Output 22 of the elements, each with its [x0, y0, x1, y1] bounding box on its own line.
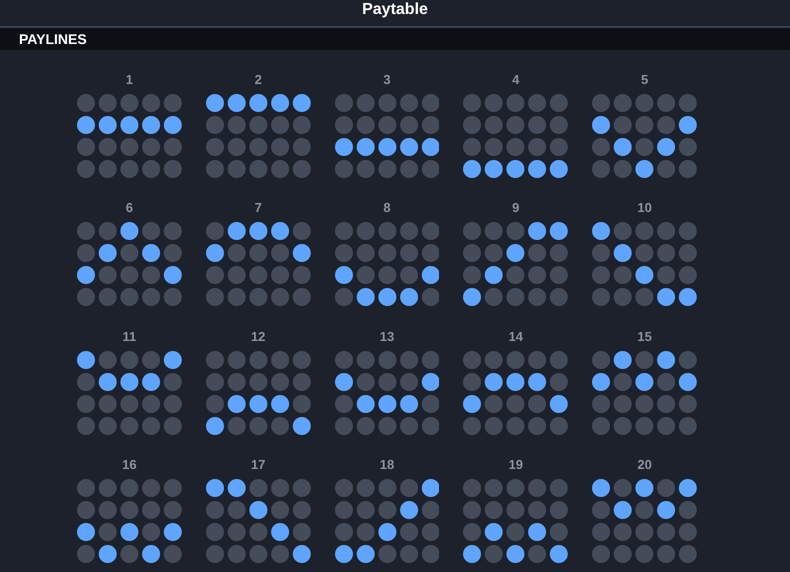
payline-number: 13 [378, 330, 396, 344]
payline-number: 20 [636, 458, 653, 472]
payline-number: 10 [636, 201, 653, 216]
payline-number: 6 [124, 201, 134, 216]
payline-number: 2 [254, 73, 263, 87]
payline-number: 7 [254, 201, 263, 216]
page-title: Paytable [361, 0, 429, 20]
section-heading: PAYLINES [19, 31, 87, 47]
payline-number: 18 [378, 458, 396, 472]
payline-number: 1 [124, 73, 134, 87]
payline-number: 3 [382, 73, 392, 87]
payline-number: 8 [382, 201, 392, 216]
payline-number: 5 [640, 73, 650, 87]
payline-number: 11 [122, 330, 138, 344]
payline-number: 15 [636, 330, 653, 344]
payline-number: 17 [250, 458, 266, 472]
payline-number: 16 [121, 458, 138, 472]
payline-number: 9 [511, 201, 520, 216]
payline-number: 12 [250, 330, 266, 344]
payline-number: 14 [508, 330, 524, 344]
payline-number: 19 [508, 458, 524, 472]
payline-number: 4 [511, 73, 520, 87]
